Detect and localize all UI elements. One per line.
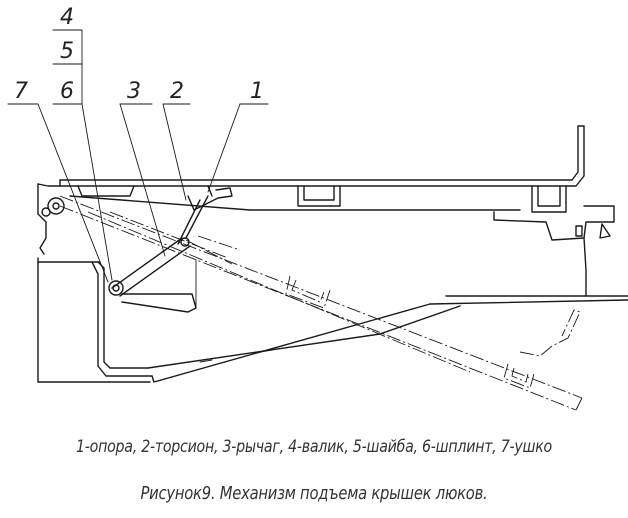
callout-7-leader	[37, 103, 109, 283]
figure-title: Рисунок9. Механизм подъема крышек люков.	[140, 483, 488, 504]
callout-5: 5	[60, 39, 74, 64]
callout-1: 1	[250, 79, 264, 104]
callout-3: 3	[127, 79, 141, 104]
callout-7: 7	[14, 79, 28, 104]
parts-legend: 1-опора, 2-торсион, 3-рычаг, 4-валик, 5-…	[76, 437, 552, 456]
callout-1-leader	[207, 103, 241, 193]
car-body-left	[37, 183, 461, 383]
callout-456-leader	[81, 103, 113, 281]
beam-detail	[199, 349, 273, 363]
eye-pivot	[108, 280, 124, 296]
callout-2: 2	[170, 79, 184, 104]
lift-mechanism	[108, 185, 233, 313]
hatch-lid-closed	[59, 125, 585, 213]
callout-2-leader	[162, 103, 187, 201]
lever-upper	[111, 237, 183, 289]
lever-lower	[119, 245, 191, 297]
callout-4: 4	[60, 5, 74, 30]
support-bracket	[187, 187, 233, 211]
torsion-bar	[185, 195, 209, 239]
hatch-lid-open-phantom	[59, 195, 583, 411]
car-body-right	[429, 205, 628, 305]
hinge-pin	[47, 197, 65, 215]
callout-labels: 4 5 6 7 3 2 1	[7, 5, 269, 283]
callout-6: 6	[60, 79, 74, 104]
